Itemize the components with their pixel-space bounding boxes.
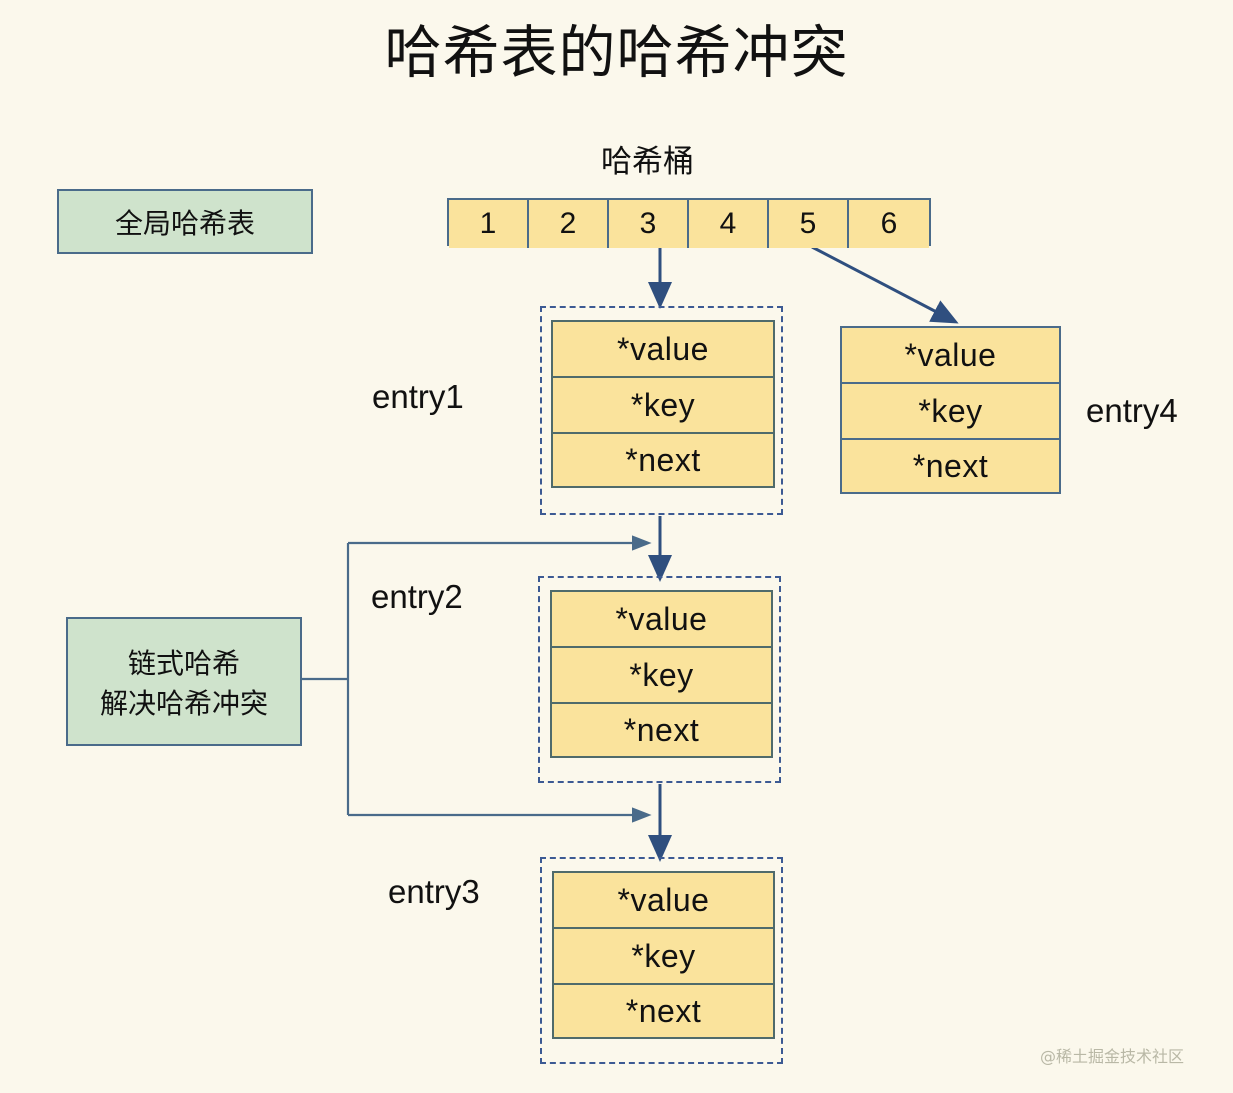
entry2-container: *value *key *next: [538, 576, 781, 783]
entry4-field-value[interactable]: *value: [840, 326, 1061, 382]
entry2-field-key[interactable]: *key: [550, 646, 773, 702]
entry4-field-key[interactable]: *key: [840, 382, 1061, 438]
entry4-label: entry4: [1086, 392, 1178, 429]
watermark: @稀土掘金技术社区: [1040, 1047, 1185, 1066]
label-box-global-hash-table: 全局哈希表: [57, 189, 313, 254]
label-box-chained-hash-line2: 解决哈希冲突: [99, 686, 268, 720]
entry3-field-value[interactable]: *value: [552, 871, 775, 927]
entry2-label: entry2: [371, 578, 463, 615]
entry1-label: entry1: [372, 378, 464, 415]
entry2-field-next[interactable]: *next: [550, 702, 773, 758]
entry3-label: entry3: [388, 873, 480, 910]
hash-bucket-cell-1[interactable]: 1: [449, 200, 529, 248]
hash-bucket-cell-5[interactable]: 5: [769, 200, 849, 248]
hash-bucket-cell-3[interactable]: 3: [609, 200, 689, 248]
arrow-bucket5-to-entry4: [811, 245, 959, 324]
entry1-field-key[interactable]: *key: [551, 376, 775, 432]
label-box-chained-hash-line1: 链式哈希: [127, 646, 240, 680]
label-box-global-hash-table-text: 全局哈希表: [114, 206, 255, 240]
entry1-field-next[interactable]: *next: [551, 432, 775, 488]
entry3-container: *value *key *next: [540, 857, 783, 1064]
entry1-field-value[interactable]: *value: [551, 320, 775, 376]
label-box-chained-hash: 链式哈希 解决哈希冲突: [66, 617, 302, 746]
hash-bucket-cell-2[interactable]: 2: [529, 200, 609, 248]
entry2-field-value[interactable]: *value: [550, 590, 773, 646]
page-title: 哈希表的哈希冲突: [384, 20, 849, 86]
entry4-field-next[interactable]: *next: [840, 438, 1061, 494]
entry1-container: *value *key *next: [540, 306, 783, 515]
entry3-field-key[interactable]: *key: [552, 927, 775, 983]
entry4-container: *value *key *next: [840, 326, 1061, 495]
hash-bucket-row: 1 2 3 4 5 6: [447, 198, 931, 248]
hash-bucket-cell-6[interactable]: 6: [849, 200, 929, 248]
entry3-field-next[interactable]: *next: [552, 983, 775, 1039]
hash-bucket-caption: 哈希桶: [601, 144, 694, 180]
hash-bucket-cell-4[interactable]: 4: [689, 200, 769, 248]
